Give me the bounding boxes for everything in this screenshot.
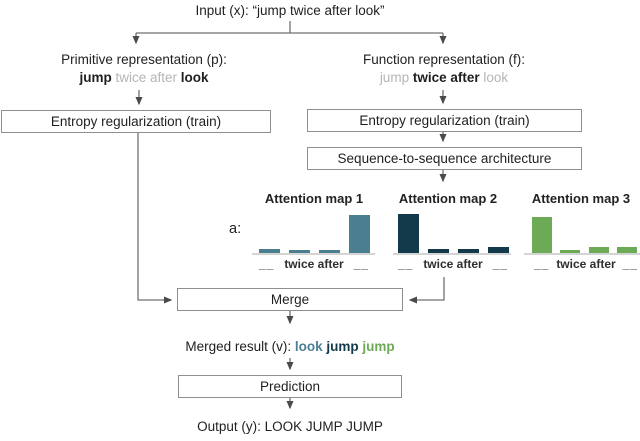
attention-ticks-3: __ twice after __ [534, 257, 638, 271]
primitive-sequence: jump twice after look [0, 70, 288, 86]
seq2seq-box: Sequence-to-sequence architecture [307, 147, 582, 170]
tick-blank-slot: __ [492, 257, 508, 271]
tick-label: twice after [284, 257, 344, 271]
attention-axis-label: a: [229, 221, 242, 237]
attention-chart-2 [398, 213, 509, 253]
attention-chart-1 [259, 213, 370, 253]
primitive-token: look [180, 70, 209, 85]
attention-chart-3 [532, 213, 637, 253]
primitive-token: twice [115, 70, 147, 85]
merge-box: Merge [177, 288, 403, 311]
attention-bar [488, 246, 509, 253]
function-token: after [450, 70, 480, 85]
input-text: Input (x): “jump twice after look” [195, 3, 385, 18]
attention-bar [532, 217, 552, 253]
tick-blank-slot: __ [622, 257, 638, 271]
primitive-title: Primitive representation (p): [61, 52, 227, 67]
attention-bar [588, 247, 609, 253]
attention-baseline-1 [252, 253, 375, 255]
attention-bar [319, 250, 340, 253]
tick-blank-slot: __ [398, 257, 414, 271]
attention-bar [349, 215, 370, 253]
entropy-regularization-right-box: Entropy regularization (train) [307, 109, 582, 132]
function-sequence: jump twice after look [303, 70, 585, 86]
merged-token-jump-1: jump [326, 339, 359, 354]
attention-bar [616, 247, 637, 253]
attention-ticks-2: __ twice after __ [398, 257, 508, 271]
prediction-box: Prediction [178, 375, 402, 398]
merged-result-prefix: Merged result (v): [185, 339, 292, 354]
tick-blank-slot: __ [353, 257, 369, 271]
tick-blank-slot: __ [259, 257, 275, 271]
merged-result-text: Merged result (v): look jump jump [90, 339, 490, 355]
function-title: Function representation (f): [362, 52, 526, 67]
merged-token-look: look [294, 339, 323, 354]
attention-baseline-2 [393, 253, 511, 255]
tick-blank-slot: __ [534, 257, 550, 271]
attention-bar [398, 214, 419, 253]
output-text: Output (y): LOOK JUMP JUMP [197, 419, 383, 434]
attention-bar [259, 249, 280, 253]
function-token: look [483, 70, 509, 85]
merged-token-jump-2: jump [362, 339, 395, 354]
attention-bar [428, 249, 449, 253]
attention-bar [289, 250, 310, 253]
primitive-token: after [150, 70, 178, 85]
attention-bar [560, 250, 581, 253]
primitive-token: jump [79, 70, 112, 85]
attention-map-2-title: Attention map 2 [398, 191, 498, 206]
entropy-regularization-left-box: Entropy regularization (train) [1, 110, 271, 133]
attention-ticks-1: __ twice after __ [259, 257, 369, 271]
tick-label: twice after [556, 257, 616, 271]
tick-label: twice after [423, 257, 483, 271]
attention-map-1-title: Attention map 1 [264, 191, 364, 206]
function-token: twice [412, 70, 447, 85]
attention-baseline-3 [524, 253, 640, 255]
attention-bar [458, 249, 479, 253]
attention-map-3-title: Attention map 3 [531, 191, 631, 206]
function-token: jump [379, 70, 410, 85]
